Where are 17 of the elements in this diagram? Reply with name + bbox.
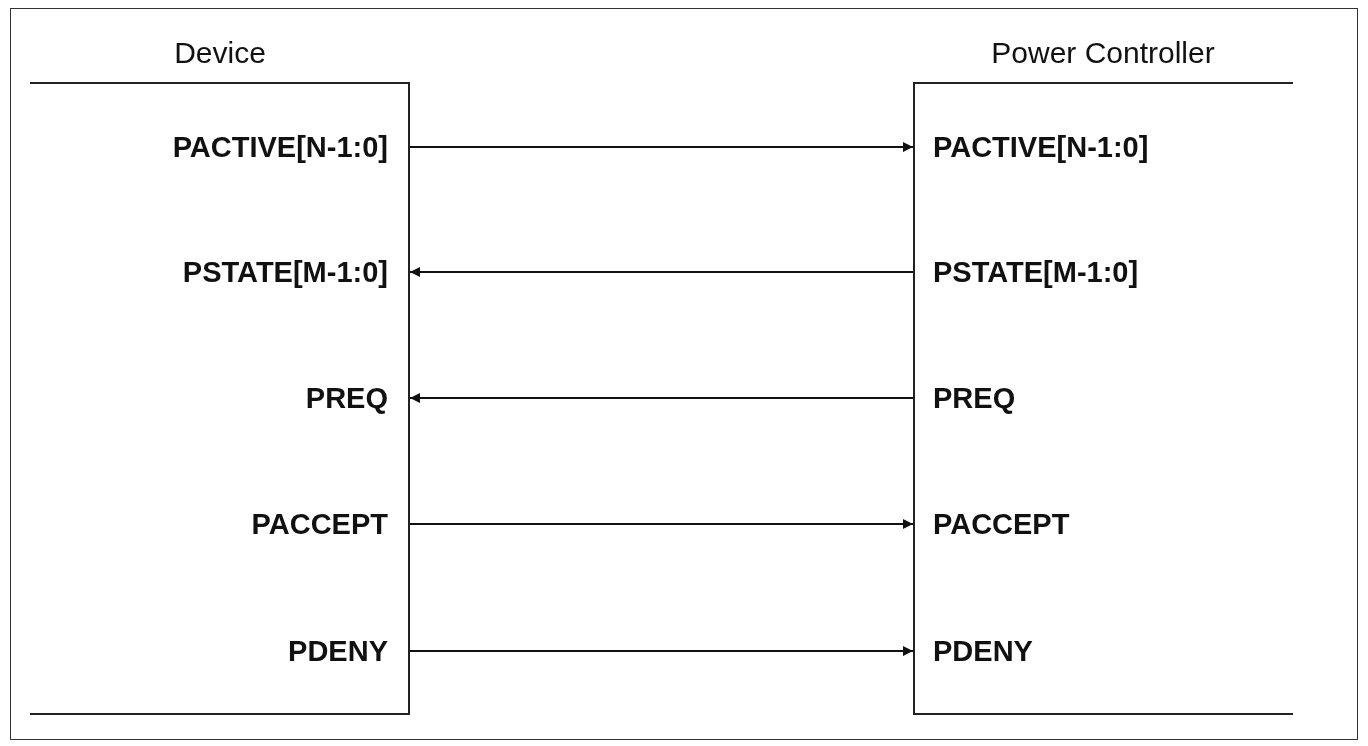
- signal-label: PREQ: [110, 378, 410, 418]
- signal-label: PACTIVE[N-1:0]: [110, 127, 410, 167]
- signal-label: PACTIVE[N-1:0]: [913, 127, 1213, 167]
- arrow: [409, 519, 914, 529]
- signal-label: PDENY: [913, 631, 1213, 671]
- arrow: [409, 267, 914, 277]
- block-title: Power Controller: [990, 35, 1216, 71]
- signal-label: PACCEPT: [913, 504, 1213, 544]
- arrow: [409, 142, 914, 152]
- signal-label: PSTATE[M-1:0]: [913, 252, 1213, 292]
- signal-label: PACCEPT: [110, 504, 410, 544]
- block-title: Device: [173, 35, 267, 71]
- arrow: [409, 393, 914, 403]
- signal-label: PREQ: [913, 378, 1213, 418]
- arrow: [409, 646, 914, 656]
- signal-label: PSTATE[M-1:0]: [110, 252, 410, 292]
- signal-label: PDENY: [110, 631, 410, 671]
